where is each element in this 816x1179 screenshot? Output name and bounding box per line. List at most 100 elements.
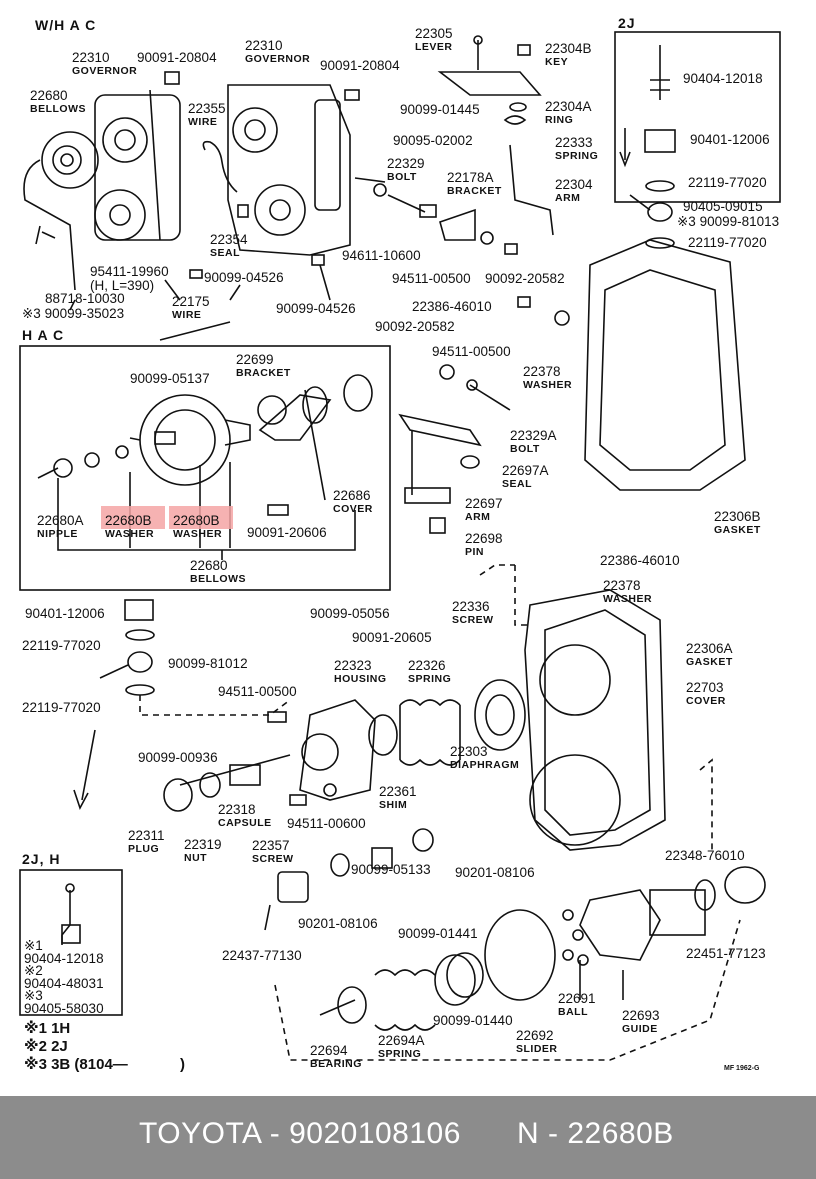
- part-number: 22357: [252, 838, 290, 853]
- part-name: PIN: [465, 546, 484, 558]
- ref-number: 90099-01445: [400, 102, 480, 117]
- ref-number: 94511-00500: [218, 684, 297, 699]
- part-number: 22319: [184, 837, 222, 852]
- part-number: 22306A: [686, 641, 733, 656]
- part-number: 22697A: [502, 463, 549, 478]
- ref-number: 88718-10030: [45, 291, 125, 306]
- part-name: BELLOWS: [190, 573, 246, 585]
- wire-22355: [202, 140, 238, 193]
- part-name: KEY: [545, 56, 568, 68]
- part-number: 22336: [452, 599, 490, 614]
- cover-22703-drawing: [524, 589, 666, 851]
- part-name: SPRING: [555, 150, 598, 162]
- section-2jh: 2J, H: [22, 851, 60, 867]
- part-number: 22304A: [545, 99, 592, 114]
- exploded-view: W/H A C H A C 2J 2J, H 22310 GOVERNOR 22…: [19, 15, 781, 1073]
- ref-number: ※3 90099-35023: [22, 306, 124, 321]
- ref-number: 22451-77123: [686, 946, 766, 961]
- part-number: 22698: [465, 531, 503, 546]
- ref-number: 90404-12018: [683, 71, 763, 86]
- part-name: WIRE: [172, 309, 201, 321]
- part-number: 22310: [72, 50, 110, 65]
- part-name: BOLT: [387, 171, 417, 183]
- ref-number: 90401-12006: [25, 606, 105, 621]
- highlight-22680b-right: [169, 506, 233, 529]
- ref-number: 90095-02002: [393, 133, 473, 148]
- ref-number: 90099-04526: [204, 270, 284, 285]
- legend-value: 90404-48031: [24, 976, 104, 991]
- note-2j: ※2 2J: [24, 1037, 68, 1055]
- part-name: SLIDER: [516, 1043, 558, 1055]
- part-number: 22305: [415, 26, 453, 41]
- part-name: SCREW: [452, 614, 494, 626]
- part-number: 22691: [558, 991, 596, 1006]
- part-name: BRACKET: [236, 367, 291, 379]
- ref-number: 90099-05133: [351, 862, 431, 877]
- legend-mark: ※1: [24, 938, 43, 953]
- ref-number: 90099-81012: [168, 656, 248, 671]
- part-number: 22680A: [37, 513, 84, 528]
- part-number: 22378: [523, 364, 561, 379]
- part-name: BEARING: [310, 1058, 362, 1070]
- ref-number: 22119-77020: [22, 700, 101, 715]
- part-number: 22697: [465, 496, 503, 511]
- ref-number: 22119-77020: [688, 235, 767, 250]
- part-number: 22680B: [173, 513, 220, 528]
- governor-left-drawing: [23, 89, 181, 291]
- part-number: 22333: [555, 135, 593, 150]
- ref-number: 90201-08106: [298, 916, 378, 931]
- part-number: 22680: [190, 558, 228, 573]
- part-name: PLUG: [128, 843, 159, 855]
- part-name: COVER: [686, 695, 726, 707]
- footer-diagram-ref: N - 22680B: [517, 1117, 674, 1150]
- part-name: BALL: [558, 1006, 588, 1018]
- part-name: WASHER: [105, 528, 154, 540]
- note-1h: ※1 1H: [24, 1019, 70, 1037]
- note-3b-end: ): [180, 1056, 185, 1073]
- footer-bar: TOYOTA - 9020108106 N - 22680B: [0, 1096, 816, 1179]
- part-name: SEAL: [502, 478, 532, 490]
- part-name: GOVERNOR: [72, 65, 137, 77]
- ref-number: 94511-00500: [432, 344, 511, 359]
- part-number: 22699: [236, 352, 274, 367]
- ref-number: 90099-01440: [433, 1013, 513, 1028]
- part-number: 22686: [333, 488, 371, 503]
- ref-number: 22119-77020: [22, 638, 101, 653]
- ref-number: 90092-20582: [375, 319, 455, 334]
- part-name: GASKET: [686, 656, 733, 668]
- part-number: 22306B: [714, 509, 761, 524]
- ref-number: 90405-09015: [683, 199, 763, 214]
- ref-number: 90099-01441: [398, 926, 478, 941]
- note-3b: ※3 3B (8104—: [24, 1055, 128, 1073]
- ref-number: 90099-04526: [276, 301, 356, 316]
- slider-assembly-drawing: [319, 866, 766, 1031]
- part-number: 22693: [622, 1008, 660, 1023]
- ref-number: 22386-46010: [412, 299, 492, 314]
- section-2j: 2J: [618, 15, 636, 31]
- part-number: 22304: [555, 177, 593, 192]
- section-hac: H A C: [22, 327, 64, 343]
- ref-number: 90099-00936: [138, 750, 218, 765]
- part-name: LEVER: [415, 41, 453, 53]
- part-name: NUT: [184, 852, 207, 864]
- legend-mark: ※2: [24, 963, 43, 978]
- part-number: 22323: [334, 658, 372, 673]
- ref-number: 90099-05137: [130, 371, 210, 386]
- part-number: 22303: [450, 744, 488, 759]
- part-number: 22354: [210, 232, 248, 247]
- ref-number: 94511-00500: [392, 271, 471, 286]
- part-name: BOLT: [510, 443, 540, 455]
- part-name: ARM: [555, 192, 580, 204]
- part-name: RING: [545, 114, 573, 126]
- part-name: BELLOWS: [30, 103, 86, 115]
- governor-center-drawing: [227, 84, 351, 256]
- part-number: 22178A: [447, 170, 494, 185]
- ref-number: 22386-46010: [600, 553, 680, 568]
- part-number: 22692: [516, 1028, 554, 1043]
- ref-number: 95411-19960: [90, 264, 169, 279]
- figure-code: MF 1962-G: [724, 1065, 760, 1072]
- part-number: 22329A: [510, 428, 557, 443]
- part-name: SEAL: [210, 247, 240, 259]
- part-number: 22304B: [545, 41, 592, 56]
- part-name: NIPPLE: [37, 528, 78, 540]
